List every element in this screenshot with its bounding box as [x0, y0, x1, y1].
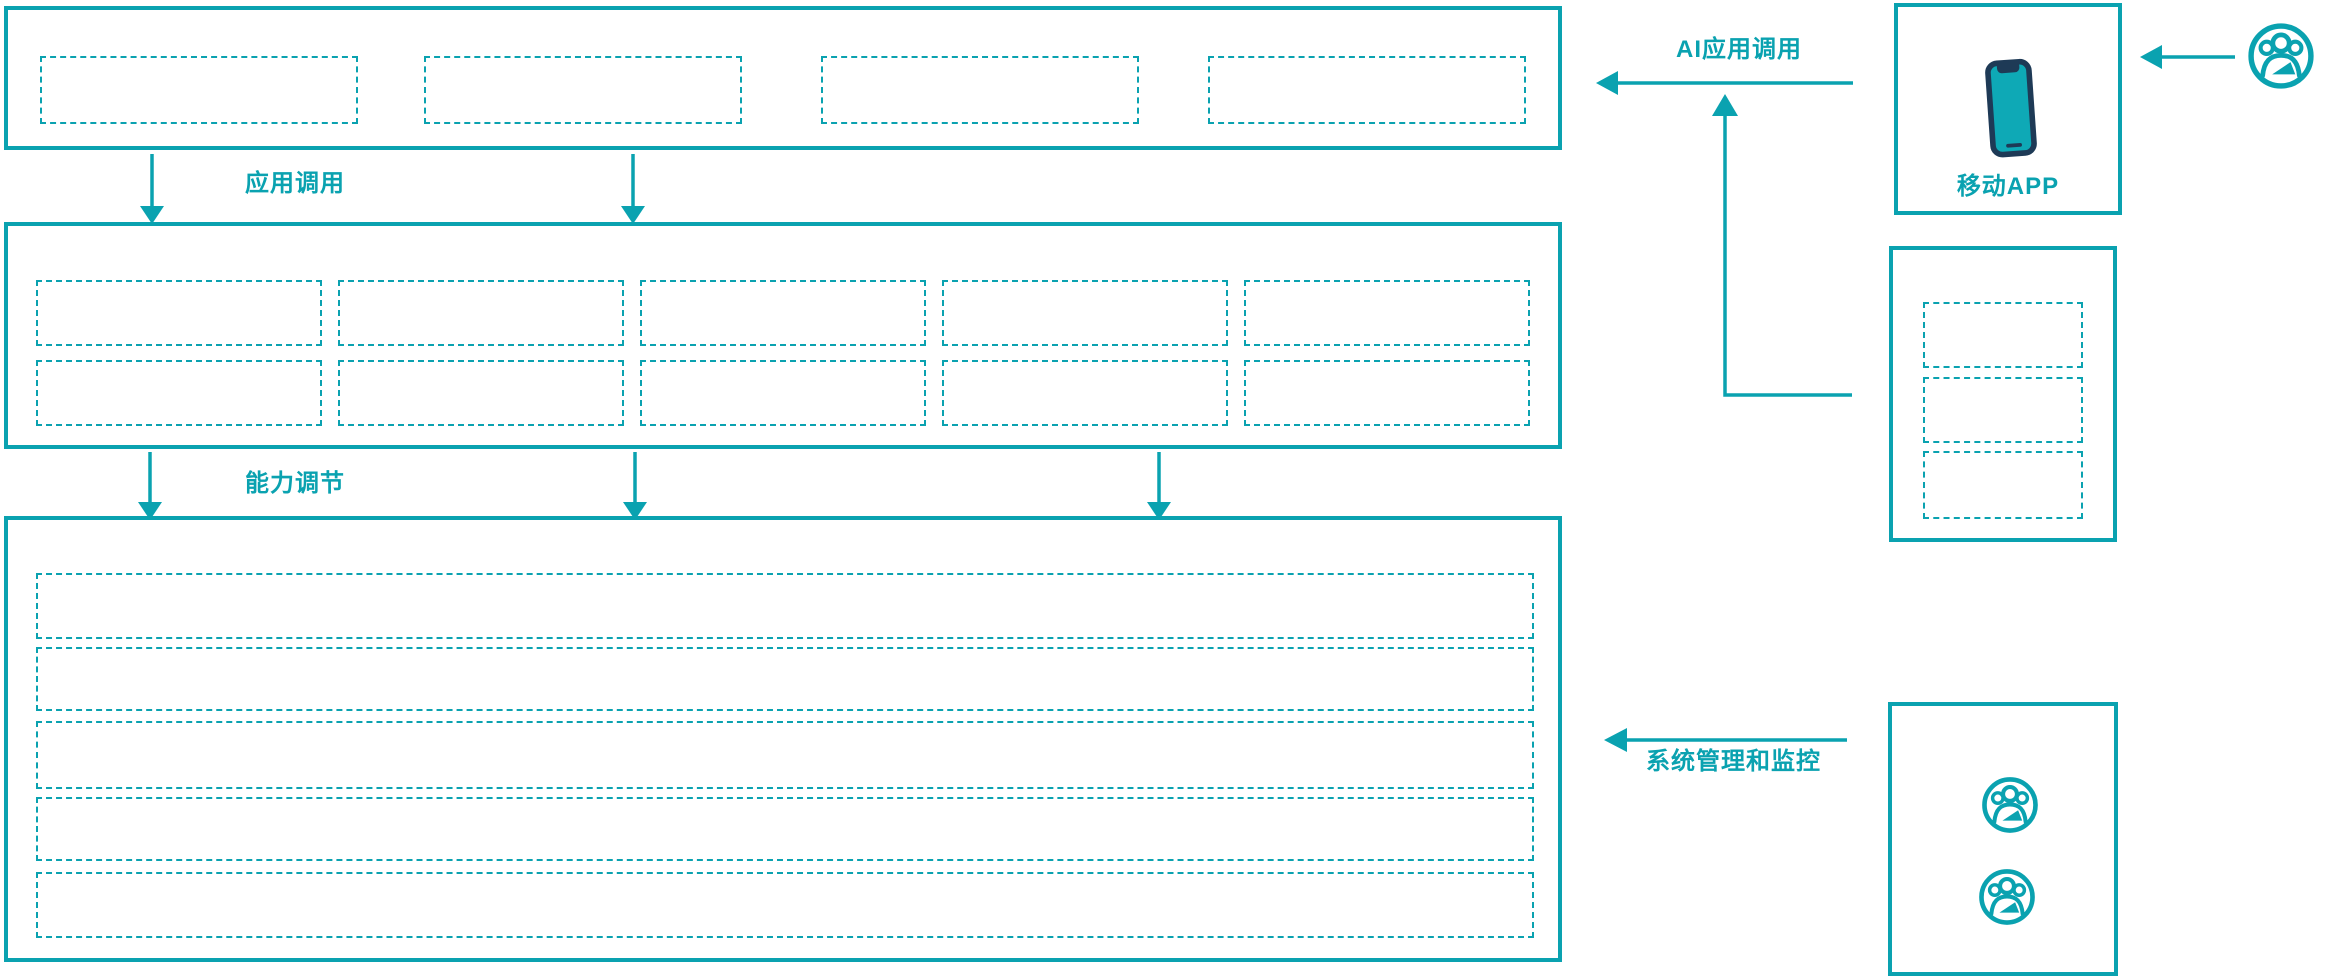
placeholder-box	[640, 280, 926, 346]
placeholder-box	[640, 360, 926, 426]
user-group-icon	[2248, 23, 2314, 89]
placeholder-box	[1244, 280, 1530, 346]
placeholder-box	[942, 360, 1228, 426]
arrow-ai-app-call	[1596, 71, 1853, 95]
mobile-app-panel: 移动APP	[1894, 3, 2122, 215]
placeholder-row	[36, 573, 1534, 639]
connector-right-panel-up	[1712, 94, 1852, 397]
label-system-management: 系统管理和监控	[1646, 748, 1821, 775]
placeholder-box	[1208, 56, 1526, 124]
placeholder-box	[40, 56, 358, 124]
arrow-app-call-2	[621, 154, 645, 224]
user-group-icon	[1979, 869, 2035, 925]
placeholder-box	[1923, 302, 2083, 368]
arrow-user-to-mobile	[2140, 45, 2235, 69]
admin-panel	[1888, 702, 2118, 976]
placeholder-box	[942, 280, 1228, 346]
placeholder-box	[338, 280, 624, 346]
placeholder-box	[338, 360, 624, 426]
placeholder-row	[36, 647, 1534, 711]
user-group-icon	[1982, 777, 2038, 833]
placeholder-box	[1244, 360, 1530, 426]
label-capability-adjust: 能力调节	[245, 470, 345, 497]
middle-band	[4, 222, 1562, 449]
bottom-band	[4, 516, 1562, 962]
placeholder-box	[36, 280, 322, 346]
top-band	[4, 6, 1562, 150]
arrow-capability-2	[623, 452, 647, 520]
label-app-call: 应用调用	[245, 170, 345, 197]
placeholder-row	[36, 721, 1534, 789]
placeholder-box	[821, 56, 1139, 124]
arrow-app-call-1	[140, 154, 164, 224]
arrow-capability-1	[138, 452, 162, 520]
placeholder-box	[1923, 377, 2083, 443]
placeholder-row	[36, 797, 1534, 861]
placeholder-box	[36, 360, 322, 426]
placeholder-box	[1923, 451, 2083, 519]
label-mobile-app: 移动APP	[1956, 173, 2060, 200]
arrow-capability-3	[1147, 452, 1171, 520]
right-panel	[1889, 246, 2117, 542]
label-ai-app-call: AI应用调用	[1676, 36, 1802, 63]
smartphone-icon	[1985, 58, 2037, 158]
placeholder-box	[424, 56, 742, 124]
placeholder-row	[36, 872, 1534, 938]
